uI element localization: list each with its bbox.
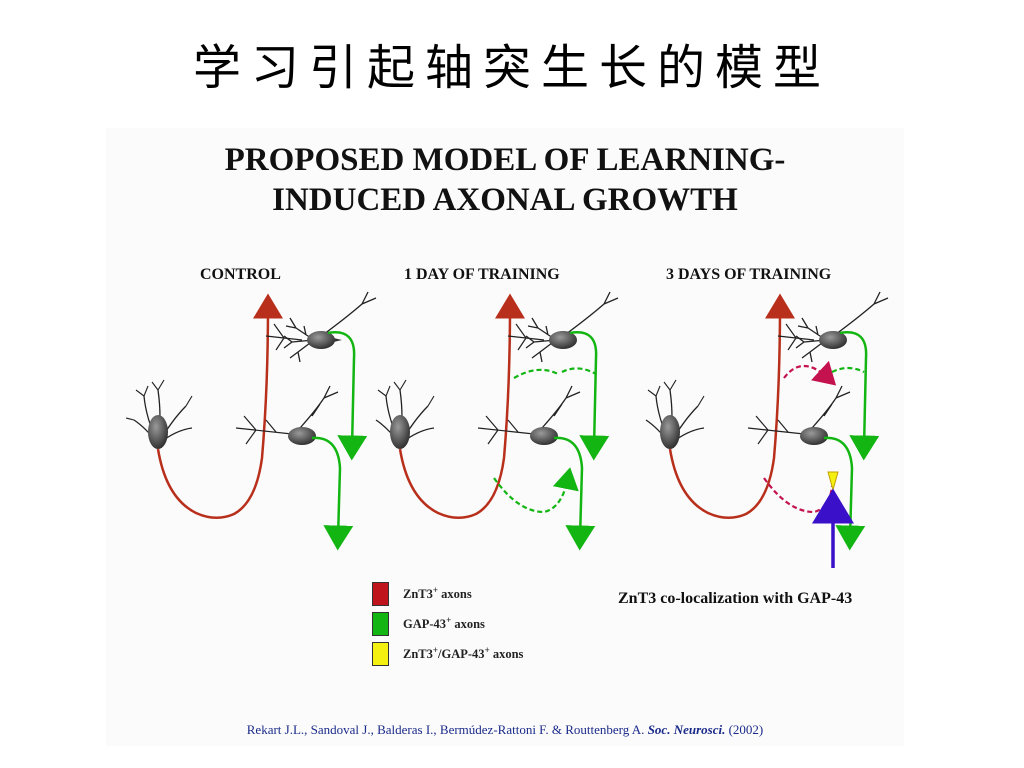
lower-pyramidal-neuron [747,385,851,445]
citation-authors: Rekart J.L., Sandoval J., Balderas I., B… [246,722,645,737]
granule-neuron [645,379,705,449]
gap43-sprouting-axon [831,366,865,373]
slide-title: 学习引起轴突生长的模型 [192,40,831,96]
figure-title: PROPOSED MODEL OF LEARNING- INDUCED AXON… [106,140,904,220]
gap43-axon [553,436,596,551]
citation: Rekart J.L., Sandoval J., Balderas I., B… [106,722,904,738]
lower-pyramidal-neuron [235,385,339,445]
legend-swatch-red [372,582,389,606]
column-label-3-days: 3 DAYS OF TRAINING [666,266,832,283]
znt3-sprouting-axon [783,360,837,386]
panel-control [125,291,377,551]
colocalization-annotation: ZnT3 co-localization with GAP-43 [618,590,853,607]
gap43-sprouting-axon [493,467,579,514]
colocalized-bouton [827,471,839,492]
upper-pyramidal-neuron [507,291,619,363]
figure-title-line-2: INDUCED AXONAL GROWTH [272,182,738,218]
citation-journal: Soc. Neurosci. [647,722,726,737]
granule-neuron [125,379,193,449]
legend-label-znt3: ZnT3+ axons [403,585,472,601]
gap43-axon [839,331,880,461]
panel-1-day [375,291,619,551]
gap43-axon [311,436,354,551]
citation-year: (2002) [728,722,764,737]
upper-pyramidal-neuron [265,291,377,363]
granule-neuron [375,379,435,449]
gap43-axon [327,331,368,461]
column-label-1-day: 1 DAY OF TRAINING [404,266,560,283]
axonal-growth-diagram [125,291,889,568]
gap43-axon [823,436,866,551]
legend-label-colocalized: ZnT3+/GAP-43+ axons [403,645,524,661]
figure-panel: PROPOSED MODEL OF LEARNING- INDUCED AXON… [106,128,904,746]
column-label-control: CONTROL [200,266,281,283]
znt3-axon [398,293,525,519]
znt3-axon [668,293,795,519]
panel-3-days [645,291,889,568]
znt3-axon [156,293,283,519]
gap43-sprouting-axon [513,367,597,379]
figure-title-line-1: PROPOSED MODEL OF LEARNING- [224,142,786,178]
legend-swatch-yellow [372,642,389,666]
gap43-axon [569,331,610,461]
legend-swatch-green [372,612,389,636]
legend-label-gap43: GAP-43+ axons [403,615,485,631]
upper-pyramidal-neuron [777,291,889,363]
znt3-sprouting-axon [763,477,834,514]
lower-pyramidal-neuron [477,385,581,445]
